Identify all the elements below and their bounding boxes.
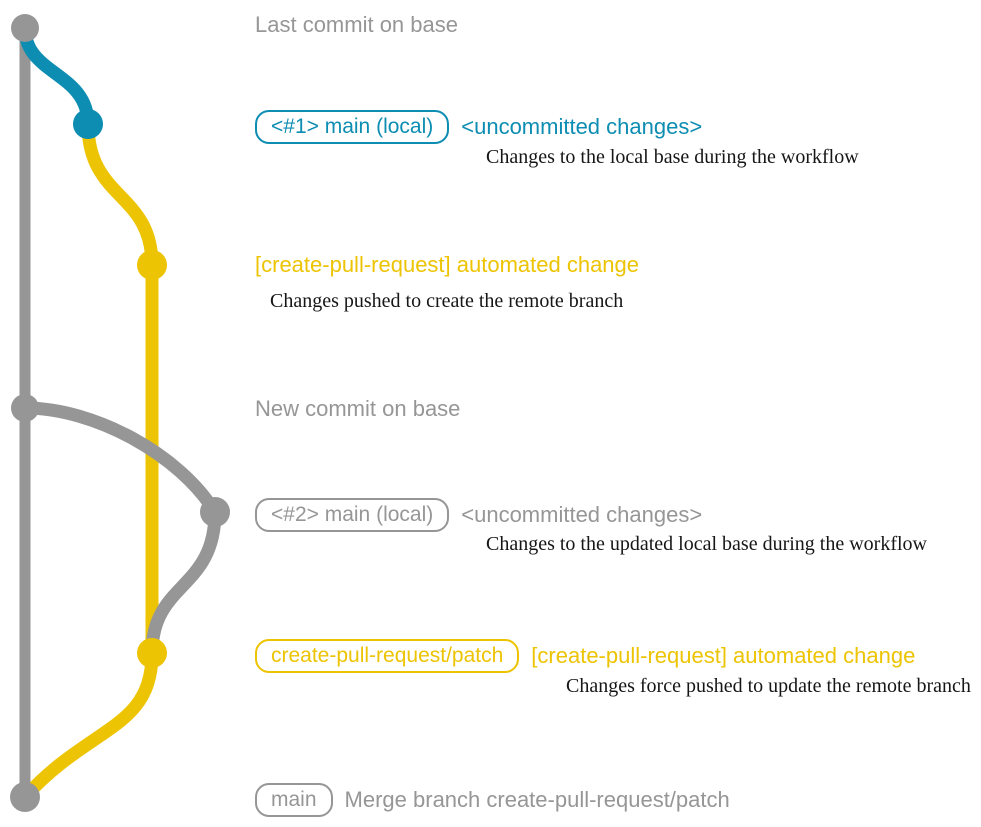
commit-note-local-1: Changes to the local base during the wor… bbox=[486, 146, 859, 168]
row-last-commit-on-base: Last commit on base bbox=[255, 14, 458, 36]
row-merge-commit: main Merge branch create-pull-request/pa… bbox=[255, 783, 730, 817]
row-automated-change-1: [create-pull-request] automated change bbox=[255, 254, 639, 276]
row-local-1: <#1> main (local) <uncommitted changes> bbox=[255, 110, 702, 144]
commit-node-merge[interactable] bbox=[10, 782, 40, 812]
row-new-commit-on-base: New commit on base bbox=[255, 398, 460, 420]
commit-node-automated-change-2[interactable] bbox=[137, 638, 167, 668]
row-automated-change-2: create-pull-request/patch [create-pull-r… bbox=[255, 639, 915, 673]
row-local-2: <#2> main (local) <uncommitted changes> bbox=[255, 498, 702, 532]
edge-local2-to-patch2 bbox=[145, 505, 222, 660]
commit-subject: [create-pull-request] automated change bbox=[531, 643, 916, 668]
commit-note-local-2: Changes to the updated local base during… bbox=[486, 533, 927, 555]
commit-subject: [create-pull-request] automated change bbox=[255, 252, 640, 277]
commit-subject: Last commit on base bbox=[255, 12, 458, 37]
commit-note-automated-change-1: Changes pushed to create the remote bran… bbox=[270, 290, 624, 312]
branch-chip-local-1[interactable]: <#1> main (local) bbox=[255, 110, 450, 144]
edge-base-to-local1 bbox=[18, 21, 95, 131]
commit-node-new-commit-on-base[interactable] bbox=[11, 394, 39, 422]
commit-node-local-1[interactable] bbox=[73, 109, 103, 139]
edge-patch2-to-merge bbox=[18, 646, 159, 804]
branch-chip-local-2[interactable]: <#2> main (local) bbox=[255, 498, 450, 532]
edge-newbase-to-local2 bbox=[18, 401, 222, 519]
branch-chip-create-pull-request-patch[interactable]: create-pull-request/patch bbox=[255, 639, 520, 673]
edge-local1-to-patch1 bbox=[81, 117, 159, 272]
commit-subject: <uncommitted changes> bbox=[461, 114, 703, 139]
branch-chip-main[interactable]: main bbox=[255, 783, 333, 817]
commit-node-last-commit-on-base[interactable] bbox=[11, 14, 39, 42]
commit-node-automated-change-1[interactable] bbox=[137, 250, 167, 280]
commit-subject: <uncommitted changes> bbox=[461, 502, 703, 527]
commit-note-automated-change-2: Changes force pushed to update the remot… bbox=[566, 675, 971, 697]
commit-subject: New commit on base bbox=[255, 396, 461, 421]
commit-node-local-2[interactable] bbox=[200, 497, 230, 527]
commit-subject: Merge branch create-pull-request/patch bbox=[344, 787, 730, 812]
